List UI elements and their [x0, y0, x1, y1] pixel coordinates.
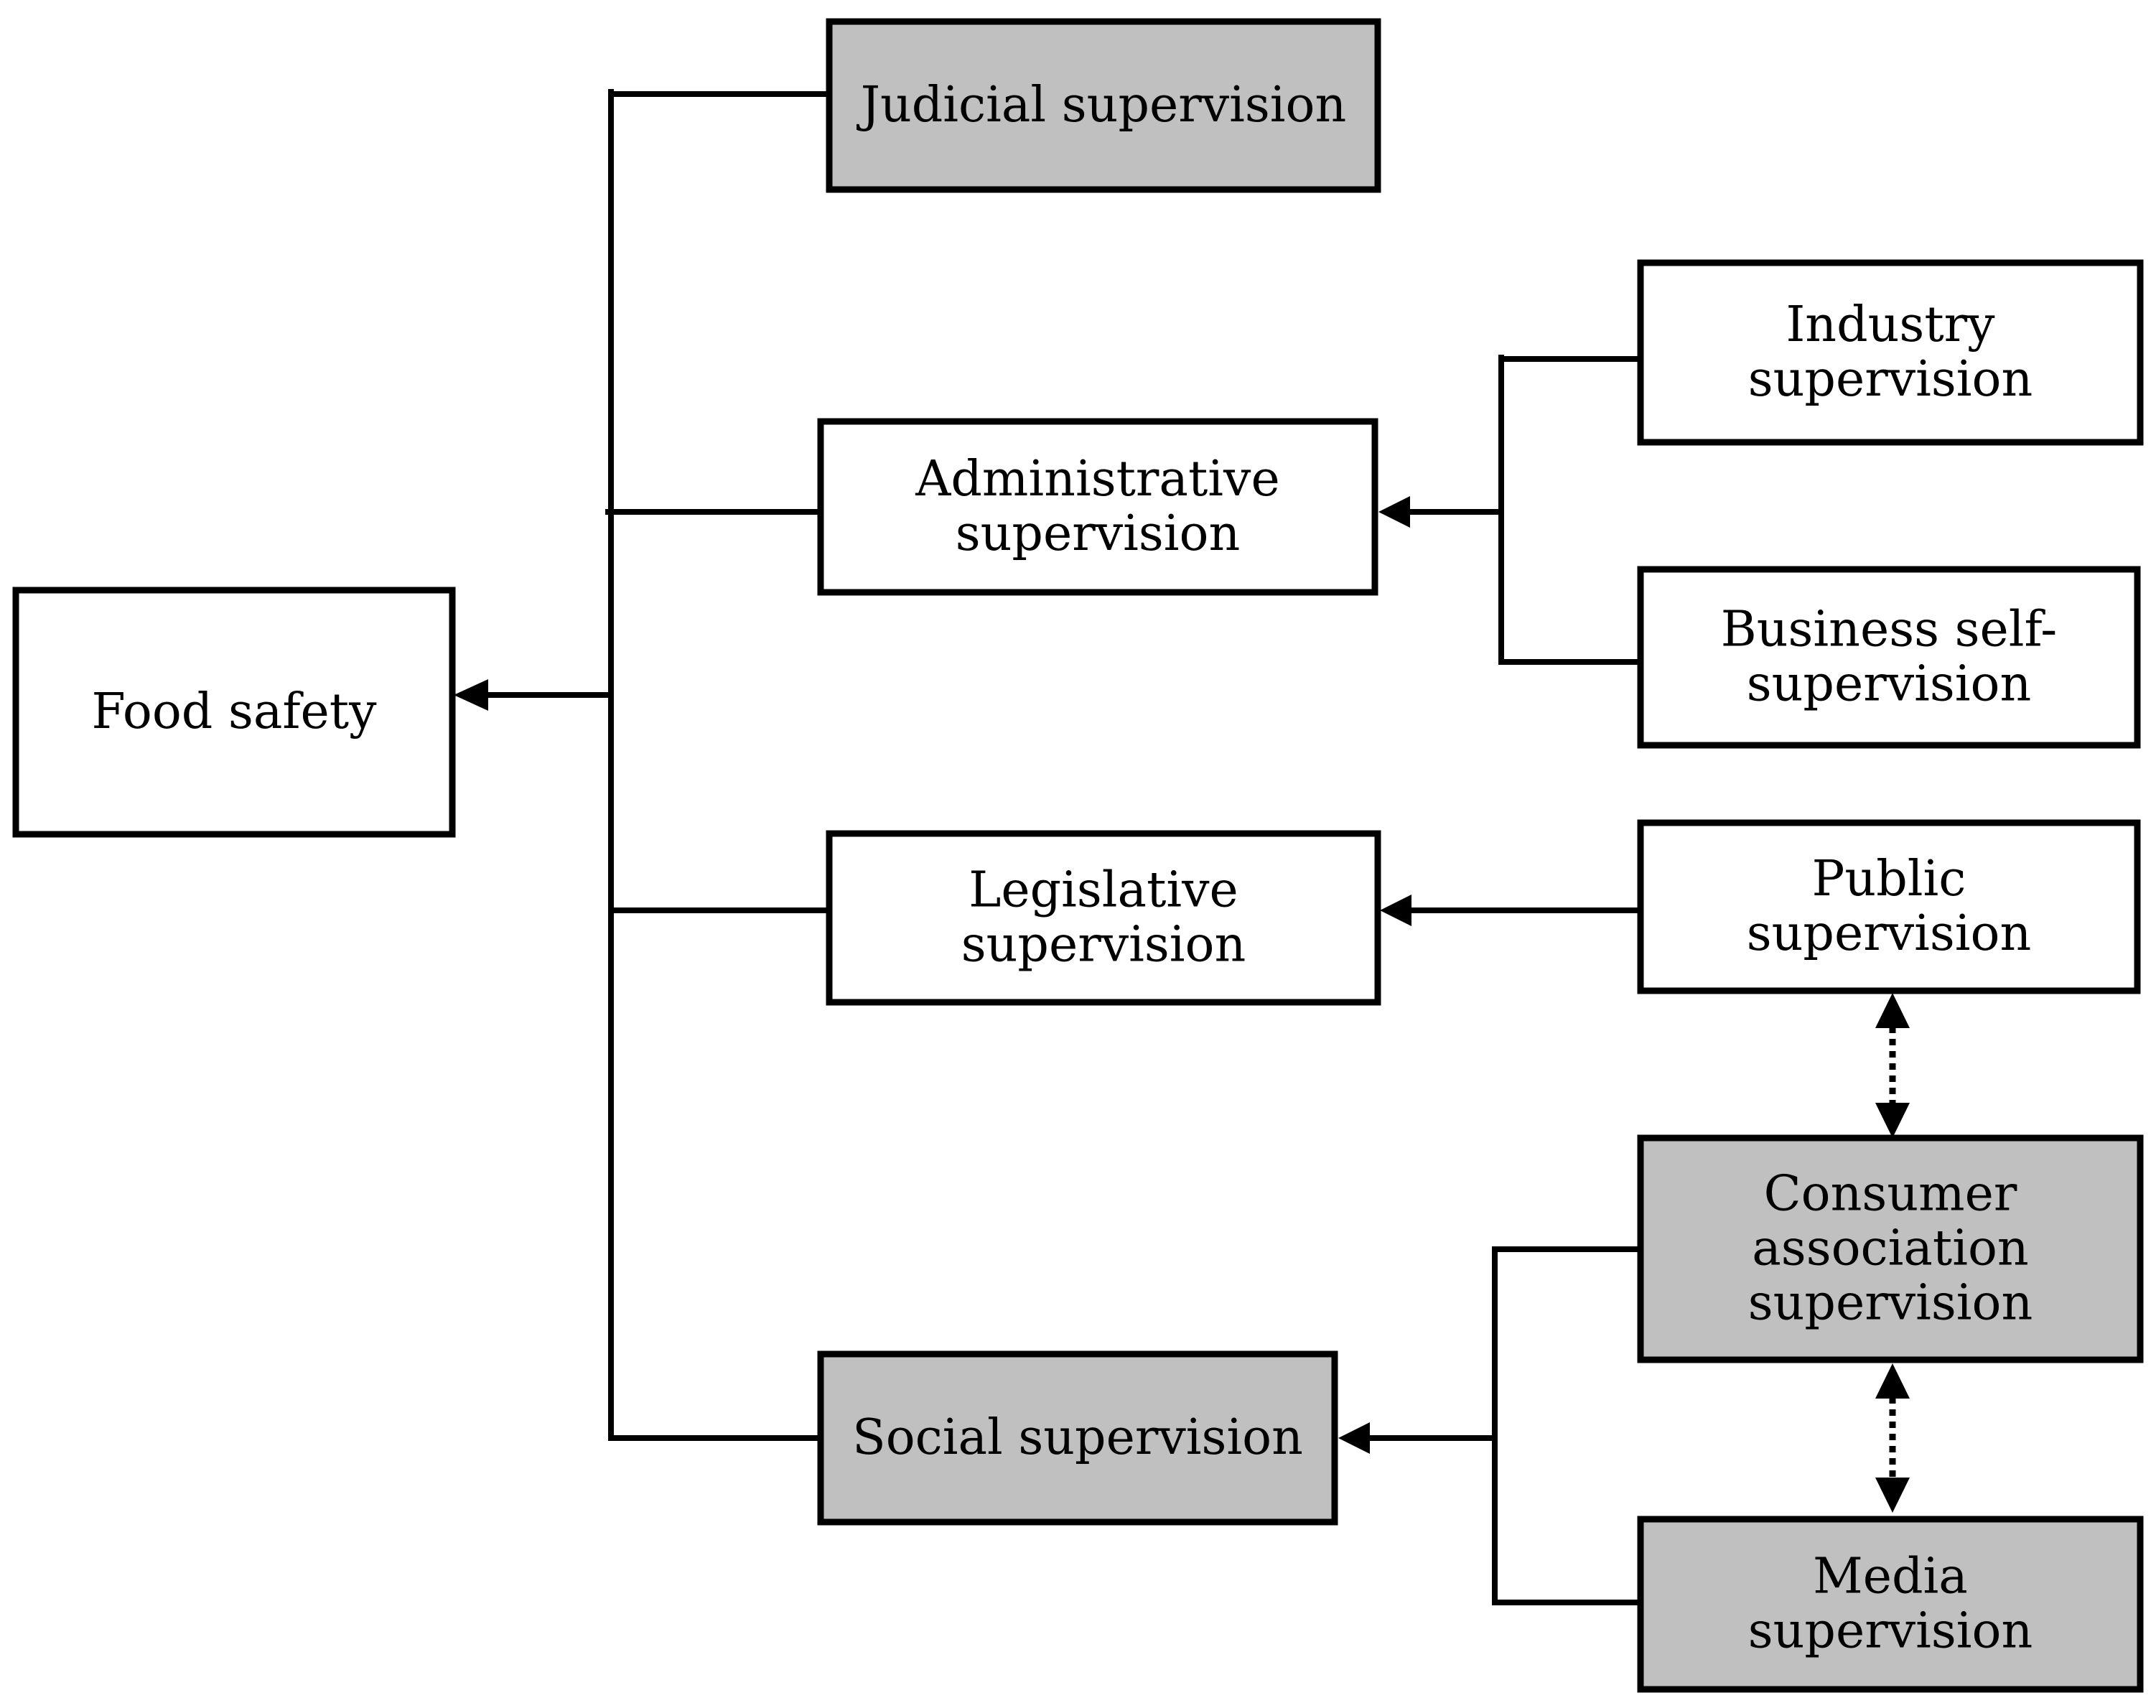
- node-label-line: supervision: [1748, 1603, 2033, 1660]
- node-judicial-supervision: Judicial supervision: [826, 18, 1381, 193]
- node-label: Business self-supervision: [1721, 602, 2057, 713]
- node-label-line: Industry: [1786, 297, 1995, 353]
- node-label-line: Administrative: [915, 451, 1279, 508]
- legislative-arrowhead: [1380, 895, 1411, 926]
- public-consumer-arrowhead-up: [1875, 993, 1910, 1028]
- node-label-line: Social supervision: [852, 1409, 1303, 1466]
- node-box: [12, 587, 456, 838]
- node-food-safety: Food safety: [12, 587, 456, 838]
- node-label-line: Business self-: [1721, 602, 2057, 658]
- node-label-line: Legislative: [969, 862, 1238, 919]
- node-box: [817, 1350, 1338, 1526]
- node-label-line: association: [1752, 1221, 2028, 1277]
- node-social-supervision: Social supervision: [817, 1350, 1338, 1526]
- node-label-line: supervision: [1748, 1275, 2033, 1332]
- node-label: Food safety: [91, 683, 377, 740]
- node-label-line: supervision: [956, 505, 1241, 562]
- node-label-line: supervision: [1747, 905, 2032, 962]
- administrative-arrowhead: [1378, 496, 1410, 528]
- node-label-line: Media: [1813, 1549, 1968, 1605]
- node-label-line: supervision: [1747, 656, 2032, 713]
- node-label: Judicial supervision: [857, 77, 1347, 134]
- food-safety-arrowhead: [454, 679, 488, 711]
- node-label-line: Consumer: [1764, 1166, 2017, 1223]
- consumer-media-arrowhead-down: [1875, 1478, 1910, 1513]
- node-box: [826, 830, 1381, 1006]
- node-label-line: supervision: [1748, 351, 2033, 408]
- node-box: [1637, 1516, 2144, 1693]
- consumer-media-arrowhead-up: [1875, 1363, 1910, 1399]
- node-box: [1637, 259, 2144, 446]
- public-consumer-arrowhead-down: [1875, 1103, 1910, 1138]
- social-arrowhead: [1338, 1422, 1370, 1454]
- node-label-line: supervision: [961, 917, 1246, 974]
- node-label-line: Food safety: [91, 683, 377, 740]
- node-box: [817, 418, 1378, 596]
- node-business-self-supervision: Business self-supervision: [1637, 566, 2141, 749]
- node-label-line: Judicial supervision: [857, 77, 1347, 134]
- node-box: [1637, 1134, 2144, 1363]
- node-label: Social supervision: [852, 1409, 1303, 1466]
- node-label-line: Public: [1812, 851, 1966, 907]
- node-box: [1637, 566, 2141, 749]
- node-box: [1637, 819, 2141, 994]
- node-box: [826, 18, 1381, 193]
